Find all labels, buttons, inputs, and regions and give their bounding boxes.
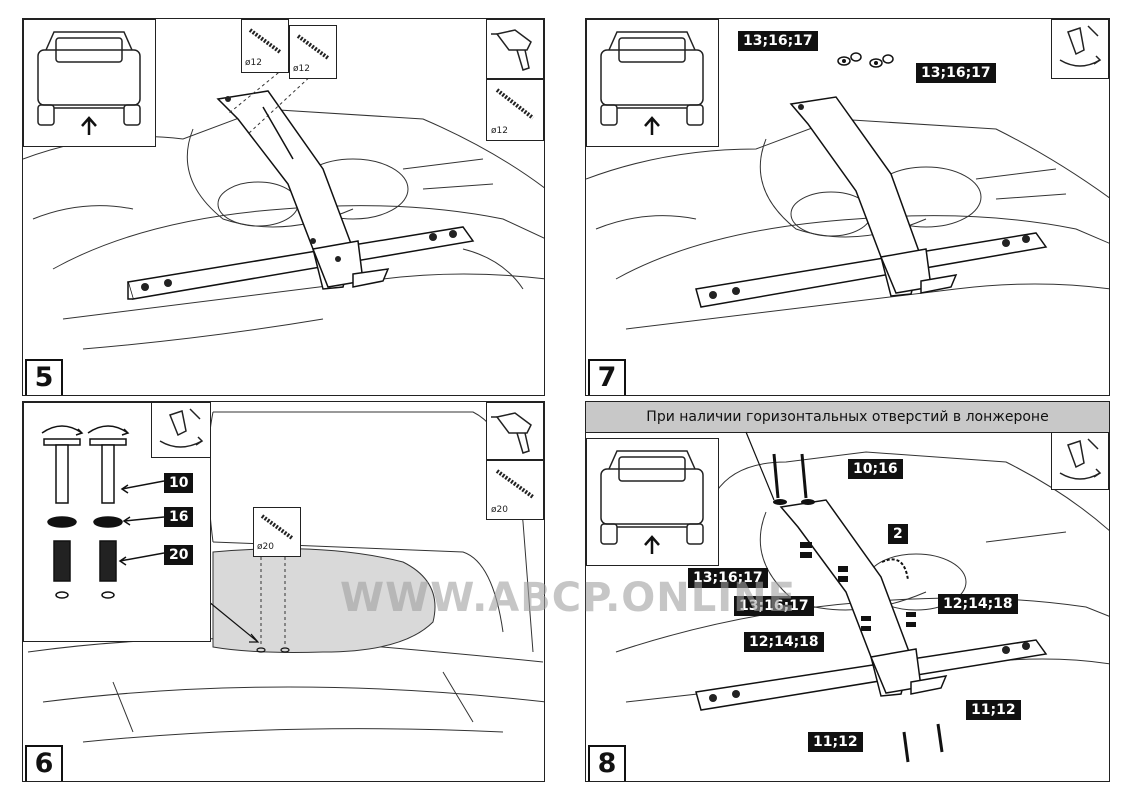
hitch-install-illustration bbox=[615, 431, 1109, 763]
part-label: 16 bbox=[164, 507, 194, 527]
panel-step-8: При наличии горизонтальных отверстий в л… bbox=[585, 401, 1110, 782]
part-label: 13;16;17 bbox=[738, 31, 818, 51]
wrench-tool-inset bbox=[151, 402, 211, 458]
hitch-install-illustration bbox=[23, 68, 544, 350]
step-number: 6 bbox=[25, 745, 63, 781]
panel-step-6: 10 16 20 ø20 ø20 6 bbox=[22, 401, 545, 782]
part-label: 10 bbox=[164, 473, 194, 493]
bolt-set-illustration bbox=[41, 425, 165, 599]
drill-bit-icon bbox=[495, 88, 535, 120]
panel-step-7: 13;16;17 13;16;17 7 bbox=[585, 18, 1110, 396]
drill-bit-inset-center: ø20 bbox=[253, 507, 301, 557]
drill-diameter-label: ø20 bbox=[491, 505, 508, 515]
part-label: 11;12 bbox=[808, 732, 863, 752]
drill-bit-icon bbox=[260, 514, 294, 540]
panel-step-5: ø12 ø12 ø12 5 bbox=[22, 18, 545, 396]
part-label: 12;14;18 bbox=[938, 594, 1018, 614]
drill-bit-inset-1: ø12 bbox=[241, 19, 289, 73]
car-rear-icon bbox=[600, 31, 704, 135]
note-banner: При наличии горизонтальных отверстий в л… bbox=[586, 402, 1109, 433]
trunk-floor-illustration bbox=[27, 411, 544, 743]
drill-bit-icon bbox=[296, 34, 330, 60]
part-label: 2 bbox=[888, 524, 908, 544]
drill-bit-inset-3: ø12 bbox=[486, 79, 544, 141]
car-rear-icon bbox=[600, 450, 704, 554]
wrench-tool-inset bbox=[1051, 19, 1109, 79]
drill-diameter-label: ø12 bbox=[245, 58, 262, 68]
part-label: 10;16 bbox=[848, 459, 903, 479]
drill-bit-inset-right: ø20 bbox=[486, 460, 544, 520]
wrench-icon bbox=[1059, 25, 1102, 67]
drill-bit-inset-2: ø12 bbox=[289, 25, 337, 79]
drill-bit-icon bbox=[495, 469, 535, 499]
wrench-icon bbox=[1059, 438, 1102, 480]
drill-diameter-label: ø12 bbox=[491, 126, 508, 136]
watermark: WWW.ABCP.ONLINE bbox=[340, 575, 796, 621]
wrench-icon bbox=[159, 408, 204, 448]
car-rear-inset bbox=[586, 438, 719, 566]
step-number: 8 bbox=[588, 745, 626, 781]
part-label: 13;16;17 bbox=[688, 568, 768, 588]
drill-bit-icon bbox=[248, 28, 282, 54]
step-number: 7 bbox=[588, 359, 626, 395]
step-number: 5 bbox=[25, 359, 63, 395]
hitch-install-illustration bbox=[586, 52, 1109, 330]
wrench-tool-inset bbox=[1051, 432, 1109, 490]
drill-diameter-label: ø20 bbox=[257, 542, 274, 552]
part-label: 12;14;18 bbox=[744, 632, 824, 652]
part-label: 20 bbox=[164, 545, 194, 565]
car-rear-icon bbox=[37, 31, 141, 135]
car-rear-inset bbox=[23, 19, 156, 147]
car-rear-inset bbox=[586, 19, 719, 147]
part-label: 13;16;17 bbox=[734, 596, 814, 616]
drill-tool-inset bbox=[486, 402, 544, 460]
part-label: 13;16;17 bbox=[916, 63, 996, 83]
part-label: 11;12 bbox=[966, 700, 1021, 720]
drill-diameter-label: ø12 bbox=[293, 64, 310, 74]
drill-tool-inset bbox=[486, 19, 544, 79]
drill-icon bbox=[491, 412, 532, 454]
drill-icon bbox=[491, 29, 532, 71]
